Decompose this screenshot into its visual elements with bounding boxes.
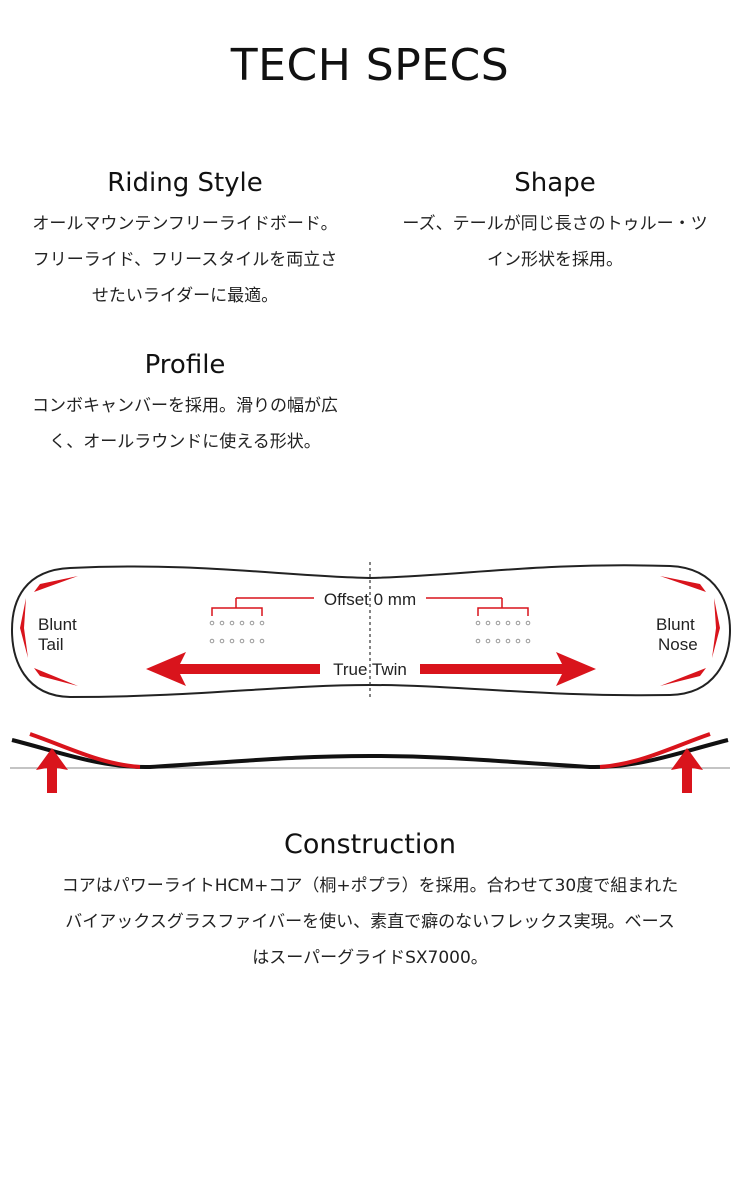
rocker-nose	[599, 732, 711, 769]
nose-label: Nose	[658, 635, 698, 654]
profile-heading: Profile	[144, 350, 226, 380]
tail-label: Blunt	[38, 615, 77, 634]
construction-line: コアはパワーライトHCM+コア（桐+ポプラ）を採用。合わせて30度で組まれた	[61, 876, 679, 896]
shape-line: イン形状を採用。	[487, 250, 623, 270]
arrow-up-icon	[36, 748, 68, 793]
riding-style-line: オールマウンテンフリーライドボード。	[32, 214, 338, 234]
rocker-tail	[29, 732, 141, 769]
tail-edge-mark	[34, 668, 78, 686]
page-title: TECH SPECS	[230, 40, 510, 91]
nose-edge-mark	[660, 576, 706, 592]
nose-edge-mark	[712, 598, 720, 658]
shape-section: Shape ーズ、テールが同じ長さのトゥルー・ツ イン形状を採用。	[382, 166, 728, 278]
arrow-left-icon	[146, 652, 320, 686]
riding-style-line: フリーライド、フリースタイルを両立さ	[32, 250, 338, 270]
riding-style-line: せたいライダーに最適。	[91, 286, 279, 306]
nose-label: Blunt	[656, 615, 695, 634]
insert-holes-nose	[475, 620, 531, 644]
profile-line: く、オールラウンドに使える形状。	[49, 432, 321, 452]
profile-section: Profile コンボキャンバーを採用。滑りの幅が広 く、オールラウンドに使える…	[10, 348, 360, 460]
arrow-up-icon	[671, 748, 703, 793]
riding-style-section: Riding Style オールマウンテンフリーライドボード。 フリーライド、フ…	[10, 166, 360, 314]
tail-edge-mark	[34, 576, 78, 592]
construction-line: はスーパーグライドSX7000。	[252, 948, 488, 968]
tail-edge-mark	[20, 598, 28, 658]
twin-label: True Twin	[333, 660, 407, 679]
construction-heading: Construction	[284, 829, 456, 860]
arrow-right-icon	[420, 652, 596, 686]
construction-section: Construction コアはパワーライトHCM+コア（桐+ポプラ）を採用。合…	[16, 828, 724, 976]
offset-bracket	[211, 597, 529, 616]
offset-label: Offset 0 mm	[324, 590, 416, 609]
insert-holes-tail	[209, 620, 265, 644]
board-diagram: Blunt Tail Blunt Nose Offset 0 mm True T…	[10, 562, 732, 793]
shape-line: ーズ、テールが同じ長さのトゥルー・ツ	[402, 214, 708, 234]
board-outline	[10, 564, 732, 699]
profile-line: コンボキャンバーを採用。滑りの幅が広	[32, 396, 338, 416]
nose-edge-mark	[660, 668, 706, 686]
construction-line: バイアックスグラスファイバーを使い、素直で癖のないフレックス実現。ベース	[65, 912, 675, 932]
riding-style-heading: Riding Style	[107, 168, 263, 198]
tail-label: Tail	[38, 635, 64, 654]
shape-heading: Shape	[514, 168, 596, 198]
